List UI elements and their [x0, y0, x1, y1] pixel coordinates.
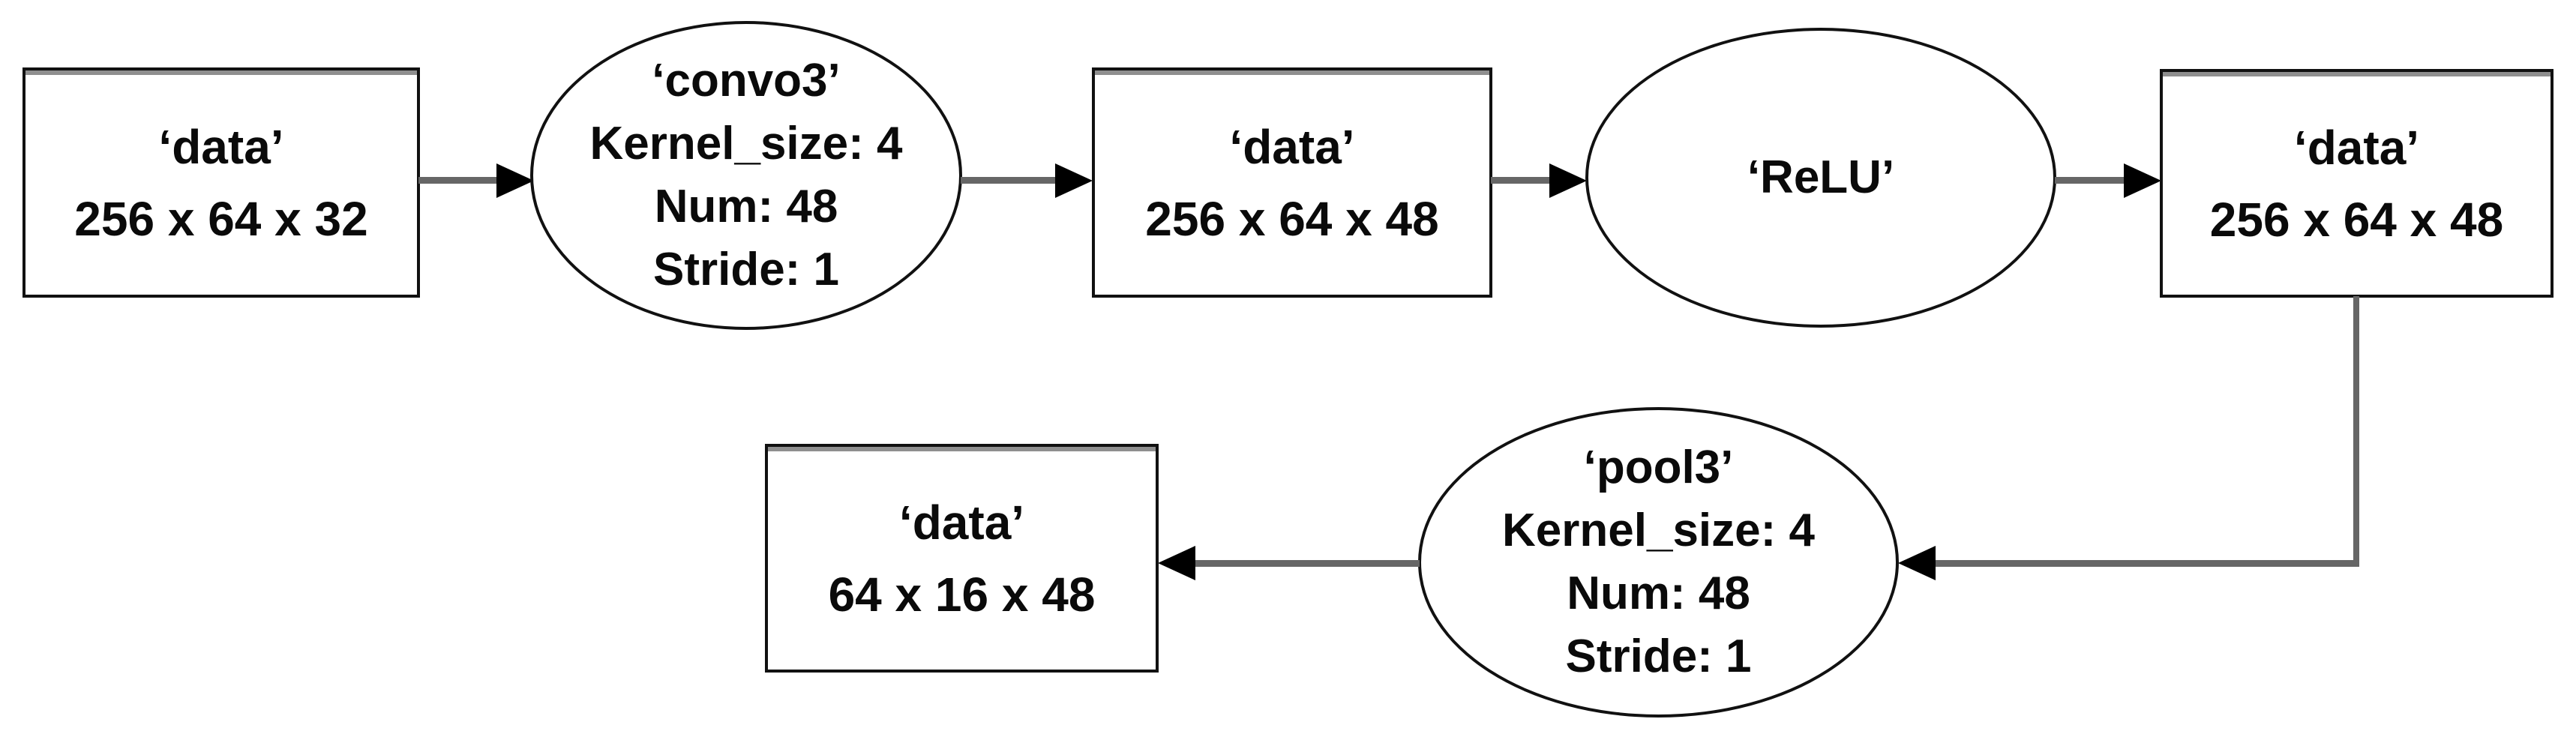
arrow-data3-to-pool3-horizontal-shaft [1935, 560, 2359, 567]
node-label: ‘data’ [1229, 119, 1355, 174]
arrow-convo3-to-data2-shaft [961, 177, 1055, 184]
node-relu: ‘ReLU’ [1585, 28, 2056, 328]
node-label: ‘data’ [2293, 120, 2420, 175]
node-label: ‘pool3’ [1583, 442, 1734, 493]
node-data-after-convo3: ‘data’ 256 x 64 x 48 [1092, 67, 1492, 298]
node-data-after-relu: ‘data’ 256 x 64 x 48 [2160, 69, 2554, 298]
arrow-relu-to-data3-head-icon [2124, 163, 2161, 198]
node-data-input: ‘data’ 256 x 64 x 32 [22, 67, 420, 298]
arrow-relu-to-data3-shaft [2055, 177, 2124, 184]
arrow-data3-to-pool3-vertical-shaft [2353, 296, 2359, 566]
arrow-data1-to-convo3-shaft [418, 177, 496, 184]
node-data-output: ‘data’ 64 x 16 x 48 [765, 444, 1159, 673]
node-label: ‘data’ [898, 495, 1025, 550]
arrow-data2-to-relu-head-icon [1549, 163, 1587, 198]
kernel-size-line: Kernel_size: 4 [1502, 505, 1815, 556]
arrow-data3-to-pool3-head-icon [1898, 546, 1936, 580]
num-line: Num: 48 [1567, 568, 1750, 619]
node-dims: 256 x 64 x 48 [2209, 192, 2504, 247]
node-dims: 256 x 64 x 32 [74, 191, 368, 246]
node-label: ‘data’ [158, 119, 284, 174]
stride-line: Stride: 1 [652, 244, 840, 295]
arrow-data2-to-relu-shaft [1491, 177, 1549, 184]
node-label: ‘convo3’ [652, 55, 841, 106]
node-pool3: ‘pool3’ Kernel_size: 4 Num: 48 Stride: 1 [1418, 407, 1899, 718]
arrow-data1-to-convo3-head-icon [496, 163, 534, 198]
stride-line: Stride: 1 [1565, 631, 1752, 682]
num-line: Num: 48 [654, 181, 838, 232]
node-dims: 64 x 16 x 48 [828, 567, 1096, 622]
node-convo3: ‘convo3’ Kernel_size: 4 Num: 48 Stride: … [530, 21, 962, 330]
kernel-size-line: Kernel_size: 4 [589, 118, 903, 169]
node-dims: 256 x 64 x 48 [1145, 191, 1439, 246]
arrow-pool3-to-data4-shaft [1195, 560, 1420, 567]
arrow-pool3-to-data4-head-icon [1158, 546, 1195, 580]
arrow-convo3-to-data2-head-icon [1055, 163, 1093, 198]
node-label: ‘ReLU’ [1747, 151, 1895, 203]
